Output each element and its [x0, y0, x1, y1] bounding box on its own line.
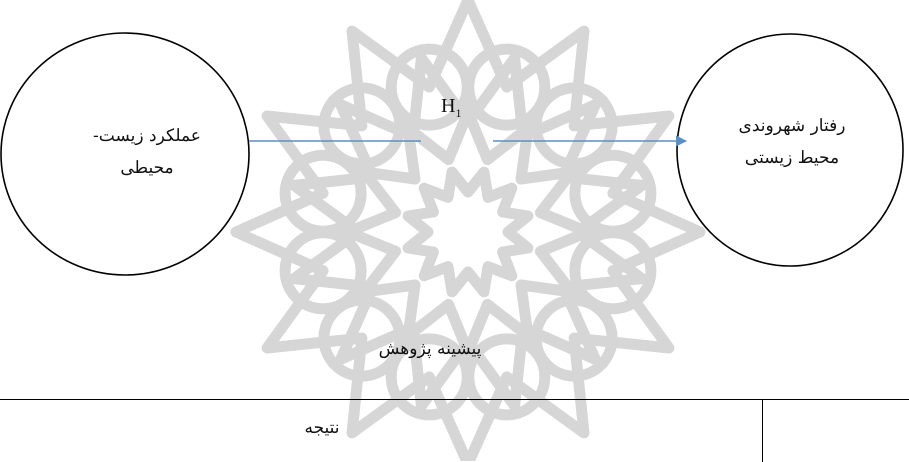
table-column-divider — [762, 400, 763, 462]
hypothesis-label: H1 — [441, 95, 461, 121]
left-node-label: عملکرد زیست- محیطی — [52, 120, 242, 184]
left-node-label-line2: محیطی — [52, 152, 242, 184]
table-header-result: نتیجه — [262, 418, 382, 438]
right-node-label: رفتار شهروندی محیط زیستی — [692, 110, 892, 174]
hypothesis-letter: H — [441, 95, 455, 117]
section-title: پیشینه پژوهش — [330, 339, 530, 359]
hypothesis-index: 1 — [455, 106, 461, 120]
result-table: نتیجه — [0, 399, 909, 462]
right-node-label-line2: محیط زیستی — [692, 142, 892, 174]
right-node-label-line1: رفتار شهروندی — [692, 110, 892, 142]
left-node-label-line1: عملکرد زیست- — [52, 120, 242, 152]
